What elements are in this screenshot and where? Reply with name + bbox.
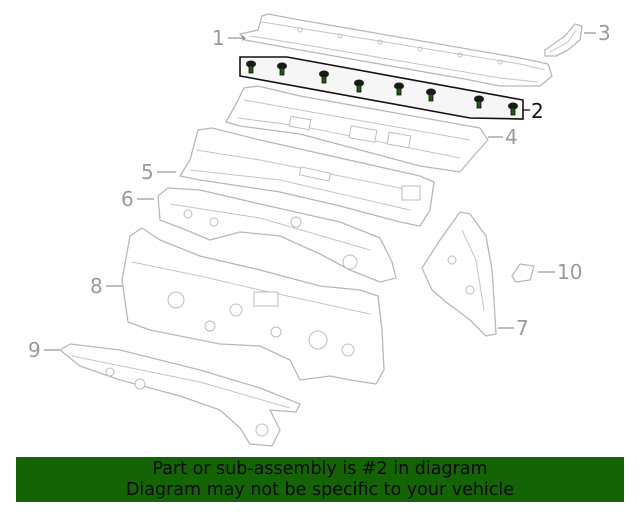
callout-9: 9 — [28, 338, 60, 362]
bolt-icon — [319, 70, 329, 84]
part-2-bolt-group[interactable] — [239, 56, 524, 120]
part-10-small-bracket[interactable] — [511, 263, 535, 283]
svg-text:2: 2 — [531, 99, 544, 123]
svg-text:4: 4 — [505, 125, 518, 149]
part-9-dash-lower[interactable] — [59, 343, 301, 447]
fitment-notice-banner: Part or sub-assembly is #2 in diagram Di… — [16, 457, 624, 502]
part-5-cowl-crossmember[interactable] — [179, 127, 435, 227]
callout-10: 10 — [538, 260, 582, 284]
notice-line-2: Diagram may not be specific to your vehi… — [125, 480, 515, 500]
bolt-icon — [474, 95, 484, 109]
svg-text:1: 1 — [212, 26, 225, 50]
callout-3: 3 — [584, 21, 611, 45]
svg-text:3: 3 — [598, 21, 611, 45]
callout-5: 5 — [141, 160, 176, 184]
part-7-side-panel[interactable] — [421, 211, 497, 337]
bolt-icon — [354, 79, 364, 93]
callout-8: 8 — [90, 274, 122, 298]
svg-text:5: 5 — [141, 160, 154, 184]
bolt-icon — [508, 102, 518, 116]
svg-text:7: 7 — [516, 316, 529, 340]
svg-text:8: 8 — [90, 274, 103, 298]
part-4-cowl-plenum[interactable] — [225, 85, 489, 173]
bolt-icon — [426, 88, 436, 102]
callout-7: 7 — [498, 316, 529, 340]
callout-6: 6 — [121, 187, 154, 211]
callout-4: 4 — [488, 125, 518, 149]
notice-line-1: Part or sub-assembly is #2 in diagram — [152, 459, 488, 479]
bolt-icon — [277, 62, 287, 76]
svg-text:10: 10 — [557, 260, 582, 284]
callout-2: 2 — [523, 99, 544, 123]
part-3-bracket[interactable] — [544, 23, 583, 57]
svg-text:9: 9 — [28, 338, 41, 362]
part-1-cowl-panel[interactable] — [239, 13, 553, 87]
bolt-icon — [246, 60, 256, 74]
callout-1: 1 — [212, 26, 246, 50]
part-6-dash-panel-upper[interactable] — [157, 187, 397, 283]
bolt-icon — [394, 82, 404, 96]
svg-text:6: 6 — [121, 187, 134, 211]
part-8-dash-panel[interactable] — [121, 227, 385, 385]
